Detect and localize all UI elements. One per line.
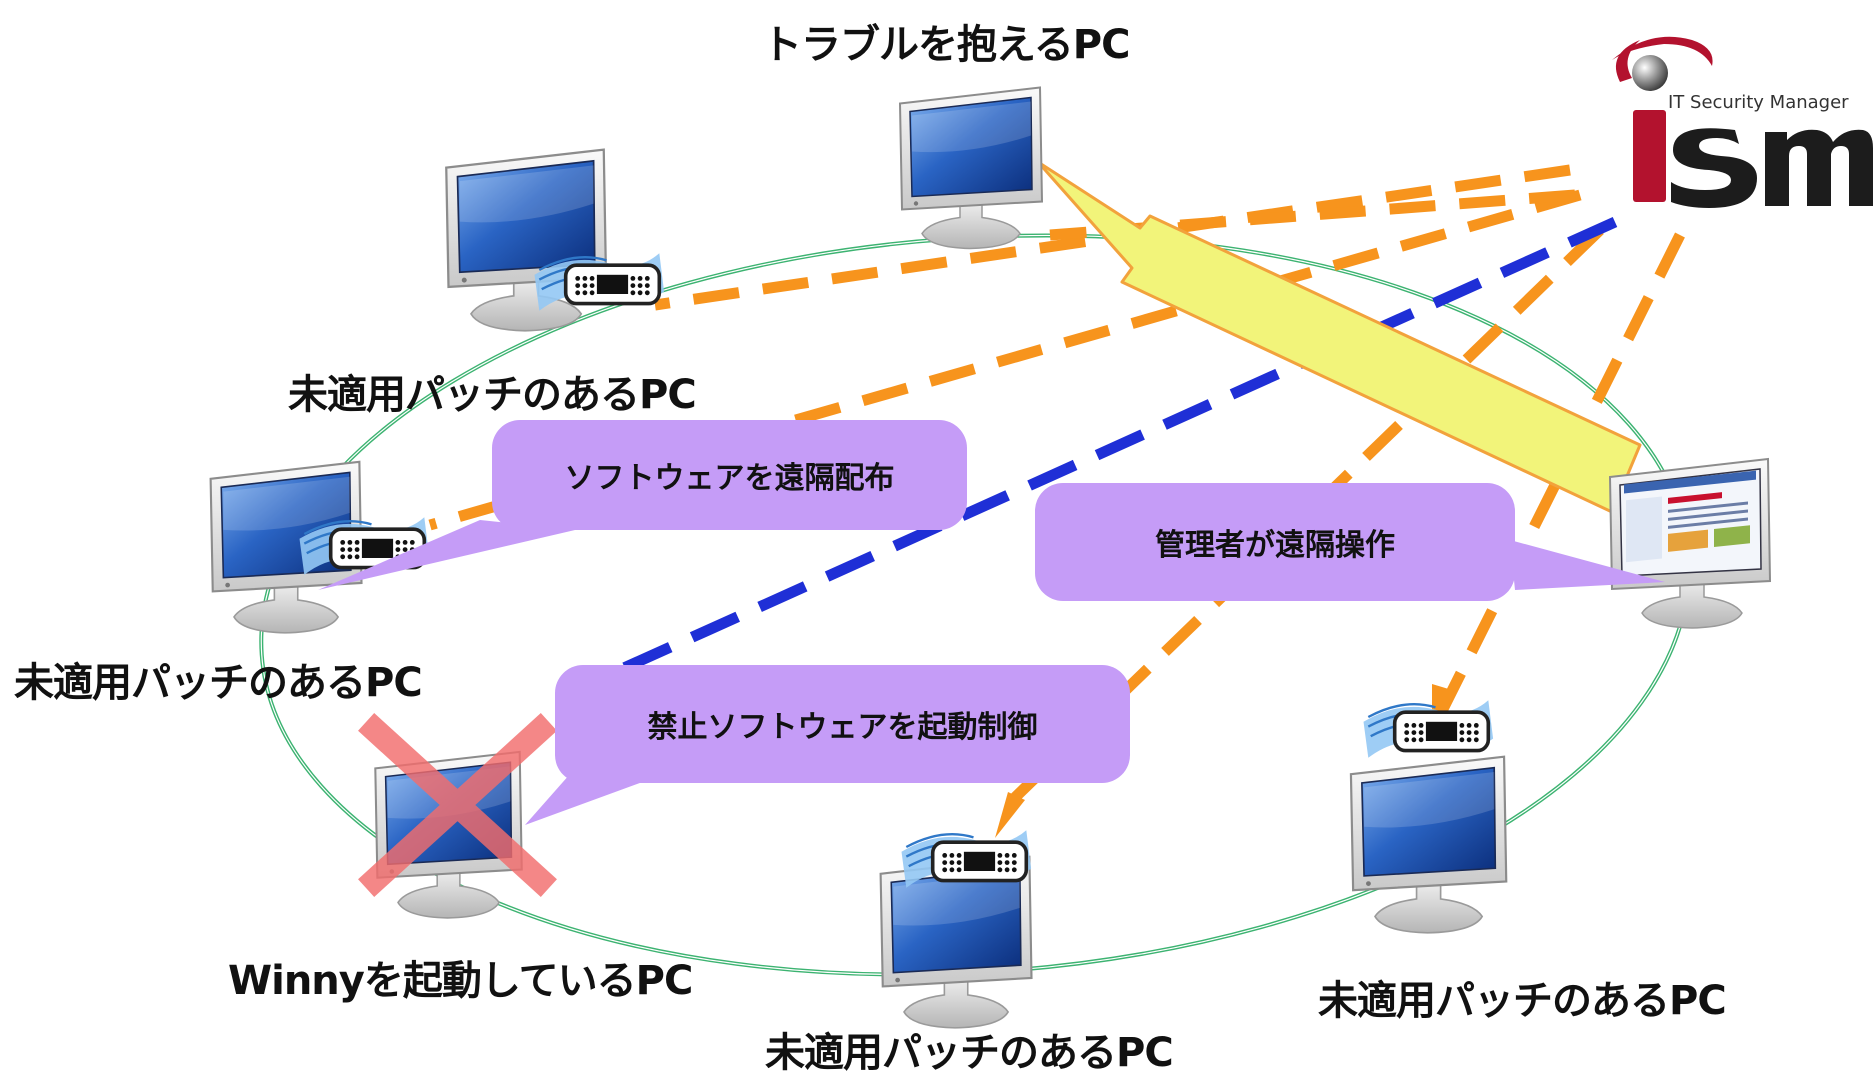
logo-tagline: IT Security Manager (1668, 92, 1849, 113)
pc-label-winny: Winnyを起動しているPC (228, 958, 693, 1004)
pc-unpatched-top-left[interactable] (445, 148, 666, 332)
bubble-tail-distribute (318, 520, 575, 590)
bubble-tail-remote (1510, 540, 1665, 590)
arrowhead-bottom (995, 792, 1025, 838)
block-control-link (572, 216, 1618, 696)
logo-brand-glyphs (1671, 128, 1873, 208)
pc-label-unpatched-top-left: 未適用パッチのあるPC (288, 372, 697, 418)
pc-label-unpatched-mid-left: 未適用パッチのあるPC (14, 660, 423, 706)
callout-remote-control: 管理者が遠隔操作 (1035, 483, 1515, 601)
pc-admin[interactable] (1608, 457, 1772, 629)
blocked-x-icon (358, 713, 557, 897)
pc-unpatched-bottom[interactable] (879, 828, 1033, 1030)
pc-label-unpatched-bottom: 未適用パッチのあるPC (765, 1030, 1174, 1076)
pc-trouble[interactable] (898, 86, 1044, 250)
callout-block-software: 禁止ソフトウェアを起動制御 (555, 665, 1130, 783)
pc-label-unpatched-bottom-right: 未適用パッチのあるPC (1318, 978, 1727, 1024)
pc-unpatched-mid-left[interactable] (209, 460, 431, 635)
callout-distribute: ソフトウェアを遠隔配布 (492, 420, 967, 530)
ism-logo-graphic (1612, 36, 1713, 202)
pc-label-trouble: トラブルを抱えるPC (762, 22, 1130, 68)
pc-unpatched-bottom-right[interactable] (1349, 698, 1508, 935)
